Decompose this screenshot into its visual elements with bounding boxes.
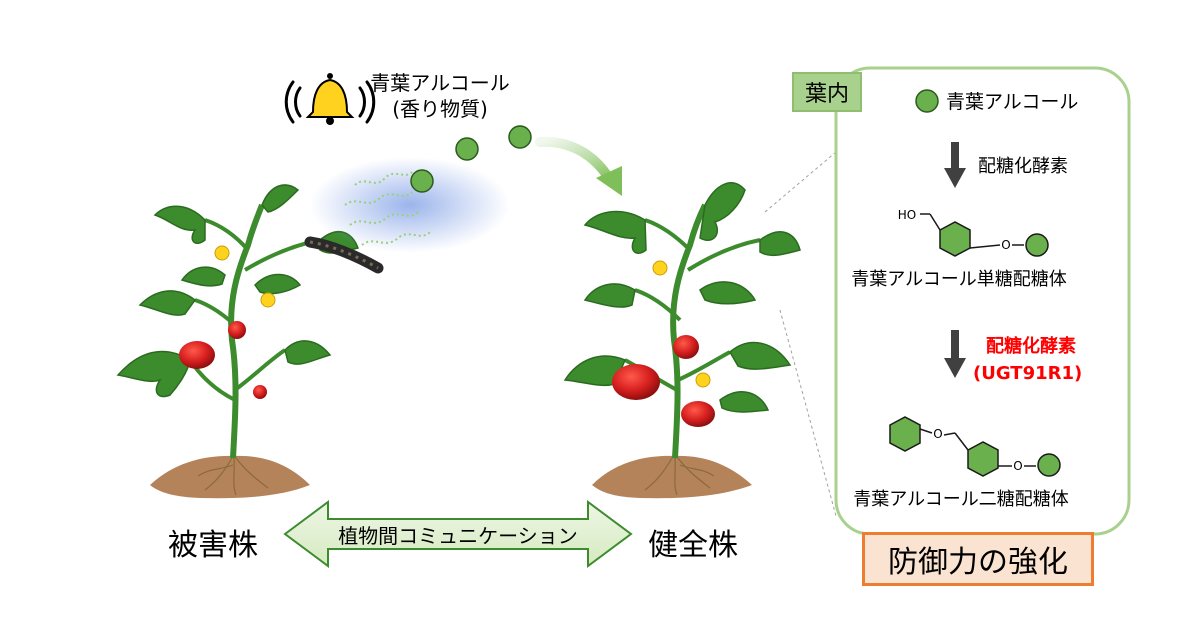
- scent-cloud: [310, 157, 510, 253]
- o-label-2: O: [933, 427, 942, 441]
- molecule-2: [455, 137, 479, 161]
- roots-right: [644, 457, 715, 496]
- caterpillar: [304, 236, 384, 274]
- flowers-left: [214, 245, 276, 308]
- roots-left: [197, 457, 269, 496]
- tomatoes-right: [612, 335, 715, 427]
- volatile-note: (香り物質): [392, 97, 488, 121]
- damaged-plant-label: 被害株: [168, 528, 258, 563]
- step2-enzyme: 配糖化酵素: [986, 335, 1076, 357]
- o-label-1: O: [1001, 238, 1010, 252]
- leaf-tag-label: 葉内: [804, 82, 849, 107]
- product2-label: 青葉アルコール二糖配糖体: [853, 489, 1068, 510]
- soil-mound-left: [150, 455, 310, 499]
- monoglycoside-structure: [920, 213, 1049, 257]
- healthy-plant: [563, 182, 801, 499]
- step2-arrow: [944, 330, 966, 378]
- molecule-1: [410, 169, 434, 193]
- molecule-3: [508, 125, 532, 149]
- flying-molecules: [410, 125, 532, 193]
- diglycoside-structure: [889, 416, 1061, 477]
- step2-enzyme-id: (UGT91R1): [973, 363, 1082, 384]
- legend-label: 青葉アルコール: [946, 91, 1078, 113]
- legend-molecule: [915, 89, 939, 113]
- bell-icon: [284, 73, 376, 125]
- transfer-arrow: [535, 136, 622, 196]
- communication-arrow: [283, 500, 633, 568]
- tomatoes-left: [179, 321, 267, 399]
- o-label-3: O: [1013, 459, 1022, 473]
- product1-label: 青葉アルコール単糖配糖体: [851, 269, 1066, 290]
- volatile-name: 青葉アルコール: [370, 71, 509, 95]
- leaf-tag: 葉内: [792, 72, 862, 112]
- defense-result-label: 防御力の強化: [888, 545, 1068, 580]
- healthy-plant-label: 健全株: [648, 528, 738, 563]
- zoom-lines: [764, 151, 837, 517]
- soil-mound-right: [592, 455, 752, 499]
- defense-result-box: 防御力の強化: [862, 532, 1094, 586]
- step1-enzyme: 配糖化酵素: [978, 156, 1068, 177]
- communication-label: 植物間コミュニケーション: [338, 524, 578, 548]
- step1-arrow: [944, 142, 966, 188]
- ho-label: HO: [898, 208, 916, 222]
- leaves-right: [563, 182, 801, 413]
- flowers-right: [652, 260, 711, 388]
- damaged-plant: [116, 184, 384, 499]
- stem-right: [670, 203, 708, 459]
- stem-left: [228, 203, 265, 459]
